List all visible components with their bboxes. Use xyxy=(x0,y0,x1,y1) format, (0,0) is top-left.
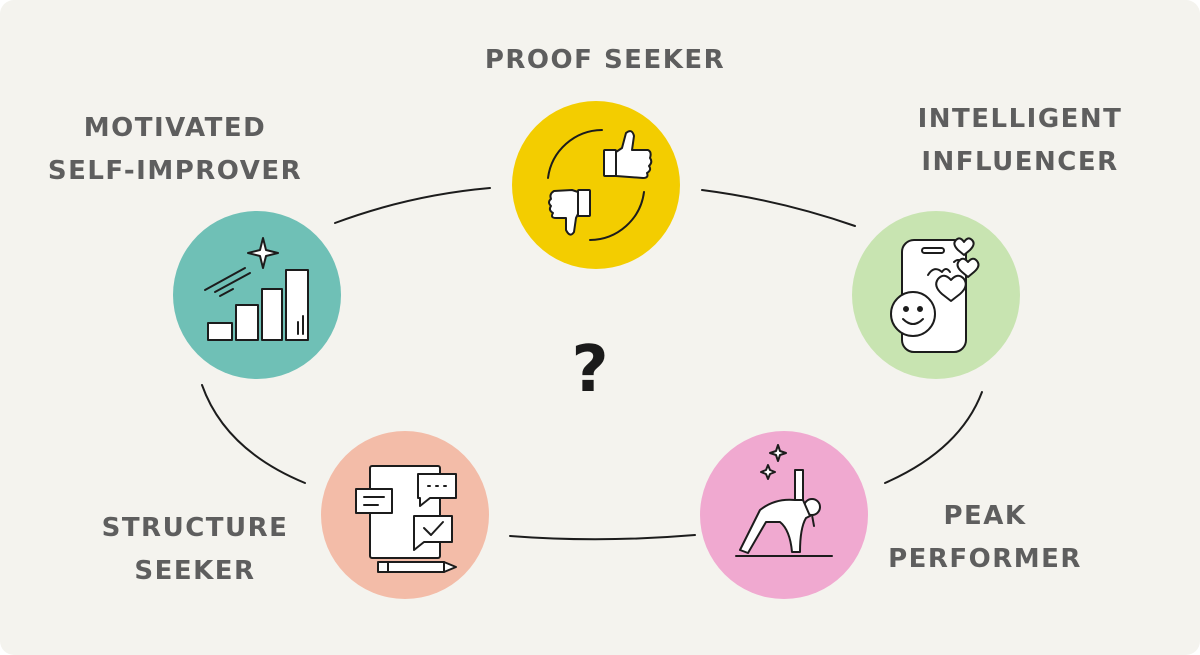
connector-arcs xyxy=(201,187,983,541)
growth-chart-icon xyxy=(204,237,309,341)
arc-influencer-to-peak xyxy=(884,391,983,484)
intelligent-influencer-label-line-1: INTELLIGENT xyxy=(917,104,1123,134)
intelligent-influencer-label-line-2: INFLUENCER xyxy=(921,147,1119,177)
structure-seeker-label-line-1: STRUCTURE xyxy=(101,513,289,543)
motivated-self-improver-label: MOTIVATED SELF-IMPROVER xyxy=(40,107,310,193)
arc-structure-to-motivated xyxy=(201,384,306,484)
proof-seeker-label: PROOF SEEKER xyxy=(470,39,740,82)
phone-hearts-smiley-icon xyxy=(890,237,980,353)
proof-seeker-label-line-1: PROOF SEEKER xyxy=(484,45,726,75)
motivated-self-improver-label-line-1: MOTIVATED xyxy=(83,113,267,143)
structure-seeker-label: STRUCTURE SEEKER xyxy=(90,507,300,593)
peak-performer-label-line-2: PERFORMER xyxy=(888,544,1082,574)
motivated-self-improver-label-line-2: SELF-IMPROVER xyxy=(47,156,303,186)
arc-proof-to-influencer xyxy=(701,189,856,227)
document-checklist-icon xyxy=(355,465,457,573)
proof-seeker-circle xyxy=(512,101,680,269)
thumbs-up-down-cycle-icon xyxy=(547,129,653,241)
yoga-pose-icon xyxy=(735,444,833,557)
arc-motivated-to-proof xyxy=(334,187,491,224)
peak-performer-label: PEAK PERFORMER xyxy=(880,495,1090,581)
structure-seeker-label-line-2: SEEKER xyxy=(134,556,256,586)
peak-performer-label-line-1: PEAK xyxy=(943,501,1027,531)
arc-peak-to-structure xyxy=(509,534,696,541)
intelligent-influencer-label: INTELLIGENT INFLUENCER xyxy=(900,98,1140,184)
motivated-self-improver-circle xyxy=(173,211,341,379)
center-question-mark: ? xyxy=(571,333,609,407)
